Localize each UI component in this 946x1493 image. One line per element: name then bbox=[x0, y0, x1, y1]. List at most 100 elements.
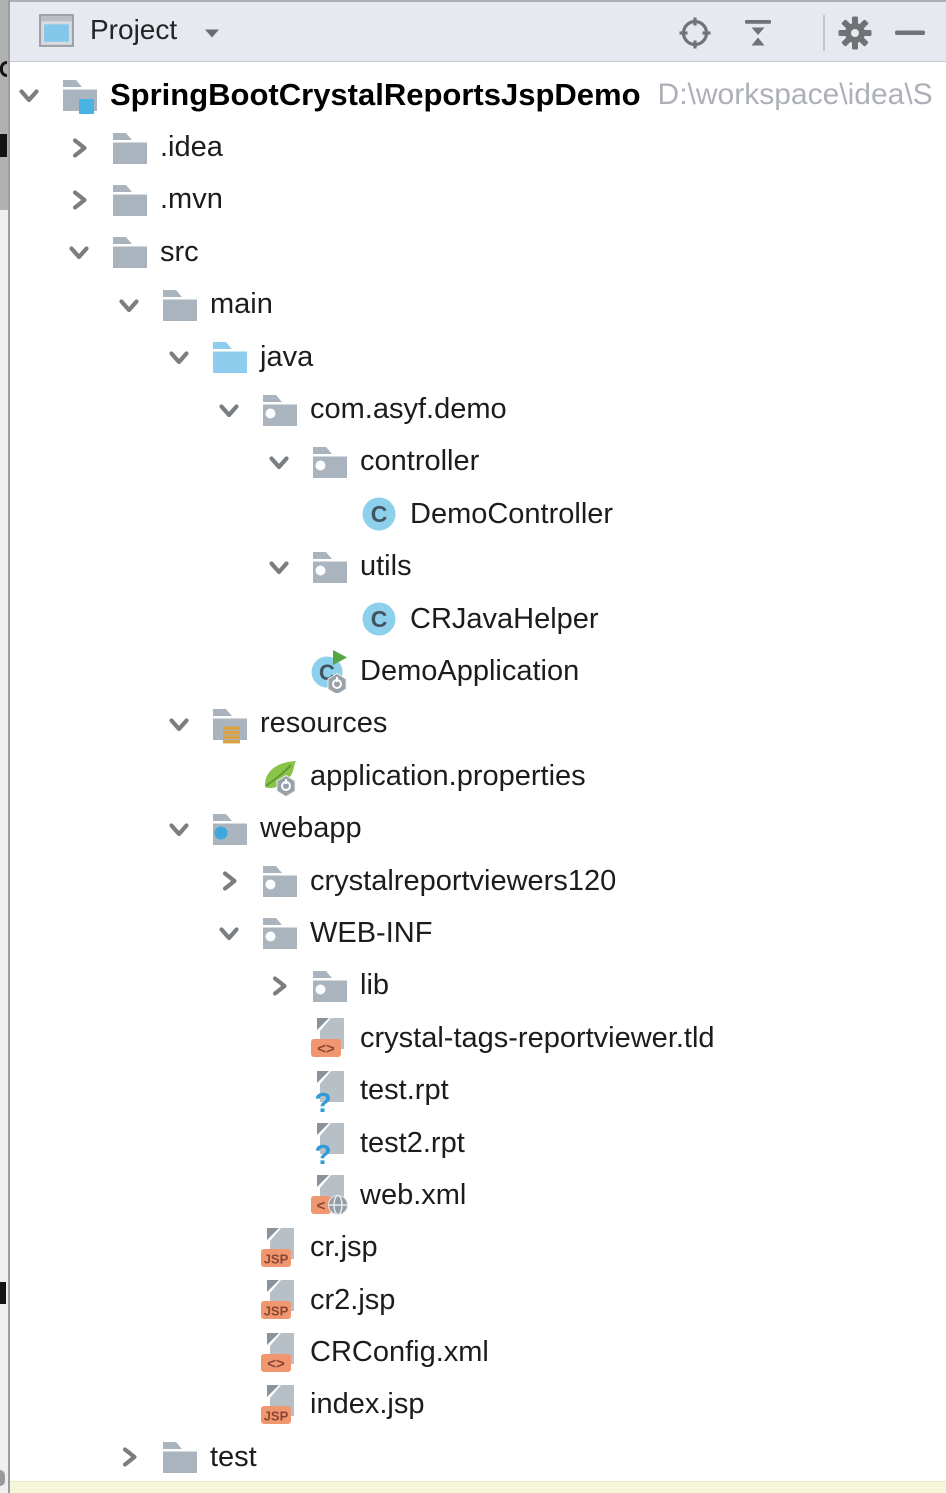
tree-row[interactable]: <>CRConfig.xml bbox=[10, 1326, 946, 1378]
chevron-down-icon[interactable] bbox=[162, 816, 196, 842]
folder-icon bbox=[160, 283, 200, 327]
tree-item-label: CRConfig.xml bbox=[310, 1336, 489, 1369]
tree-row[interactable]: .idea bbox=[10, 121, 946, 173]
chevron-down-icon[interactable] bbox=[203, 26, 221, 40]
web-xml-file-icon: < bbox=[310, 1173, 350, 1217]
java-class-icon: C bbox=[360, 597, 400, 641]
toolbar-title[interactable]: Project bbox=[90, 14, 178, 45]
tree-item-label: crystal-tags-reportviewer.tld bbox=[360, 1021, 715, 1054]
tree-item-label: src bbox=[160, 235, 199, 268]
package-folder-icon bbox=[310, 440, 350, 484]
tree-row[interactable]: application.properties bbox=[10, 750, 946, 802]
tree-row[interactable]: main bbox=[10, 279, 946, 331]
tree-row[interactable]: JSP index.jsp bbox=[10, 1379, 946, 1431]
tree-item-label: main bbox=[210, 288, 273, 321]
folder-icon bbox=[110, 178, 150, 222]
tree-item-label: cr2.jsp bbox=[310, 1283, 396, 1316]
tree-row[interactable]: < web.xml bbox=[10, 1169, 946, 1221]
svg-text:JSP: JSP bbox=[264, 1304, 289, 1319]
chevron-spacer bbox=[262, 1078, 296, 1104]
tree-row[interactable]: lib bbox=[10, 960, 946, 1012]
tree-row[interactable]: C DemoApplication bbox=[10, 645, 946, 697]
source-root-folder-icon bbox=[210, 335, 250, 379]
tree-row[interactable]: controller bbox=[10, 436, 946, 488]
tree-item-label: webapp bbox=[260, 812, 362, 845]
left-edge-strip-top bbox=[0, 0, 8, 210]
chevron-spacer bbox=[312, 606, 346, 632]
project-path: D:\workspace\idea\S bbox=[657, 78, 933, 112]
chevron-down-icon[interactable] bbox=[112, 292, 146, 318]
settings-button[interactable] bbox=[833, 13, 877, 53]
tree-row[interactable]: JSP cr2.jsp bbox=[10, 1274, 946, 1326]
chevron-spacer bbox=[212, 1235, 246, 1261]
tree-item-label: DemoApplication bbox=[360, 654, 580, 687]
package-folder-icon bbox=[310, 964, 350, 1008]
chevron-down-icon[interactable] bbox=[212, 397, 246, 423]
chevron-right-icon[interactable] bbox=[262, 973, 296, 999]
chevron-spacer bbox=[262, 1182, 296, 1208]
runnable-class-icon: C bbox=[310, 649, 350, 696]
tree-row[interactable]: resources bbox=[10, 698, 946, 750]
chevron-down-icon[interactable] bbox=[162, 344, 196, 370]
svg-text:JSP: JSP bbox=[264, 1408, 289, 1423]
tree-item-label: com.asyf.demo bbox=[310, 393, 507, 426]
unknown-file-icon: ? bbox=[310, 1069, 350, 1118]
chevron-down-icon[interactable] bbox=[212, 920, 246, 946]
tree-row[interactable]: java bbox=[10, 331, 946, 383]
tree-row[interactable]: ? test.rpt bbox=[10, 1064, 946, 1118]
tree-item-label: application.properties bbox=[310, 759, 586, 792]
tree-row[interactable]: crystalreportviewers120 bbox=[10, 855, 946, 907]
tree-row[interactable]: com.asyf.demo bbox=[10, 383, 946, 435]
chevron-spacer bbox=[212, 1287, 246, 1313]
tree-item-label: test.rpt bbox=[360, 1074, 449, 1107]
edge-artifact bbox=[0, 1282, 6, 1304]
locate-file-button[interactable] bbox=[673, 13, 717, 53]
svg-text:?: ? bbox=[314, 1139, 331, 1165]
tree-item-label: lib bbox=[360, 969, 390, 1002]
collapse-all-button[interactable] bbox=[736, 13, 780, 53]
hide-button[interactable] bbox=[888, 13, 932, 53]
tree-row[interactable]: src bbox=[10, 226, 946, 278]
chevron-down-icon[interactable] bbox=[62, 239, 96, 265]
chevron-down-icon[interactable] bbox=[162, 711, 196, 737]
chevron-spacer bbox=[212, 1340, 246, 1366]
tree-item-label: resources bbox=[260, 707, 388, 740]
unknown-file-icon: ? bbox=[310, 1121, 350, 1170]
module-root-folder-icon bbox=[60, 73, 100, 117]
chevron-right-icon[interactable] bbox=[112, 1444, 146, 1470]
tree-item-label: web.xml bbox=[360, 1178, 467, 1211]
chevron-down-icon[interactable] bbox=[12, 82, 46, 108]
tree-row[interactable]: .mvn bbox=[10, 174, 946, 226]
tree-row[interactable]: WEB-INF bbox=[10, 907, 946, 959]
chevron-spacer bbox=[212, 1392, 246, 1418]
tree-row[interactable]: webapp bbox=[10, 802, 946, 854]
tree-item-label: WEB-INF bbox=[310, 916, 433, 949]
tree-row[interactable]: test bbox=[10, 1431, 946, 1482]
chevron-down-icon[interactable] bbox=[262, 449, 296, 475]
project-toolbar: Project bbox=[10, 0, 946, 62]
package-folder-icon bbox=[260, 859, 300, 903]
chevron-down-icon[interactable] bbox=[262, 554, 296, 580]
jsp-file-icon: JSP bbox=[260, 1383, 300, 1427]
left-edge-strip bbox=[0, 0, 8, 1493]
tree-row[interactable]: utils bbox=[10, 541, 946, 593]
jsp-file-icon: JSP bbox=[260, 1278, 300, 1322]
chevron-right-icon[interactable] bbox=[212, 868, 246, 894]
chevron-right-icon[interactable] bbox=[62, 187, 96, 213]
chevron-right-icon[interactable] bbox=[62, 135, 96, 161]
tree-row[interactable]: ?test2.rpt bbox=[10, 1117, 946, 1170]
chevron-spacer bbox=[262, 658, 296, 684]
tree-row[interactable]: <>crystal-tags-reportviewer.tld bbox=[10, 1012, 946, 1064]
svg-text:<: < bbox=[317, 1198, 326, 1215]
tree-item-label: crystalreportviewers120 bbox=[310, 864, 617, 897]
tree-item-label: index.jsp bbox=[310, 1388, 425, 1421]
tree-item-label: DemoController bbox=[410, 497, 614, 530]
project-tool-window-icon bbox=[38, 13, 75, 48]
tree-row[interactable]: C CRJavaHelper bbox=[10, 593, 946, 645]
package-folder-icon bbox=[260, 388, 300, 432]
tree-item-label: CRJavaHelper bbox=[410, 602, 599, 635]
